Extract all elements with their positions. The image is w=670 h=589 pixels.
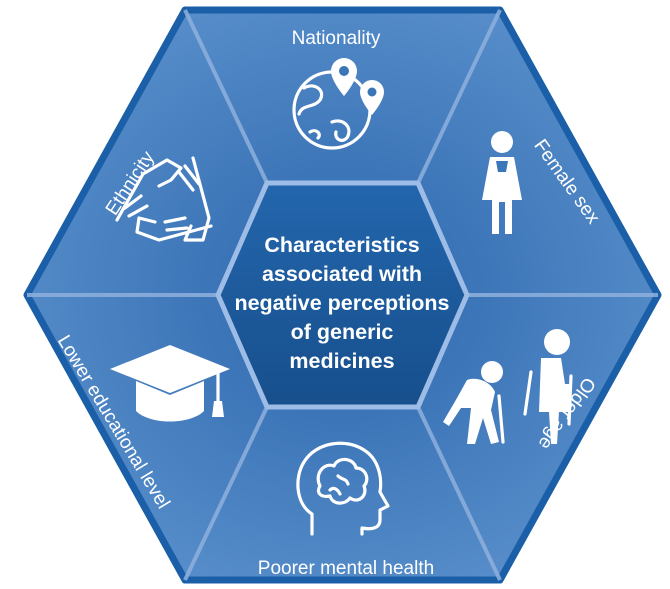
center-title: Characteristics associated with negative… <box>234 233 449 373</box>
head-with-brain-icon <box>296 441 390 536</box>
segment-dividers <box>27 9 658 581</box>
center-line-1: Characteristics <box>264 233 419 257</box>
center-line-5: medicines <box>289 349 394 373</box>
center-line-4: of generic <box>291 320 394 344</box>
graduation-cap-icon <box>110 345 230 422</box>
segment-label-nationality: Nationality <box>292 28 381 49</box>
joined-hands-icon <box>115 156 213 242</box>
center-line-2: associated with <box>262 262 422 286</box>
segment-label-poorer-mental-health: Poorer mental health <box>258 558 434 579</box>
globe-with-location-pins-icon <box>292 58 384 150</box>
woman-figure-icon <box>482 131 522 234</box>
elderly-couple-icon <box>443 329 573 444</box>
center-line-3: negative perceptions <box>234 291 449 315</box>
center-hexagon <box>215 180 470 410</box>
